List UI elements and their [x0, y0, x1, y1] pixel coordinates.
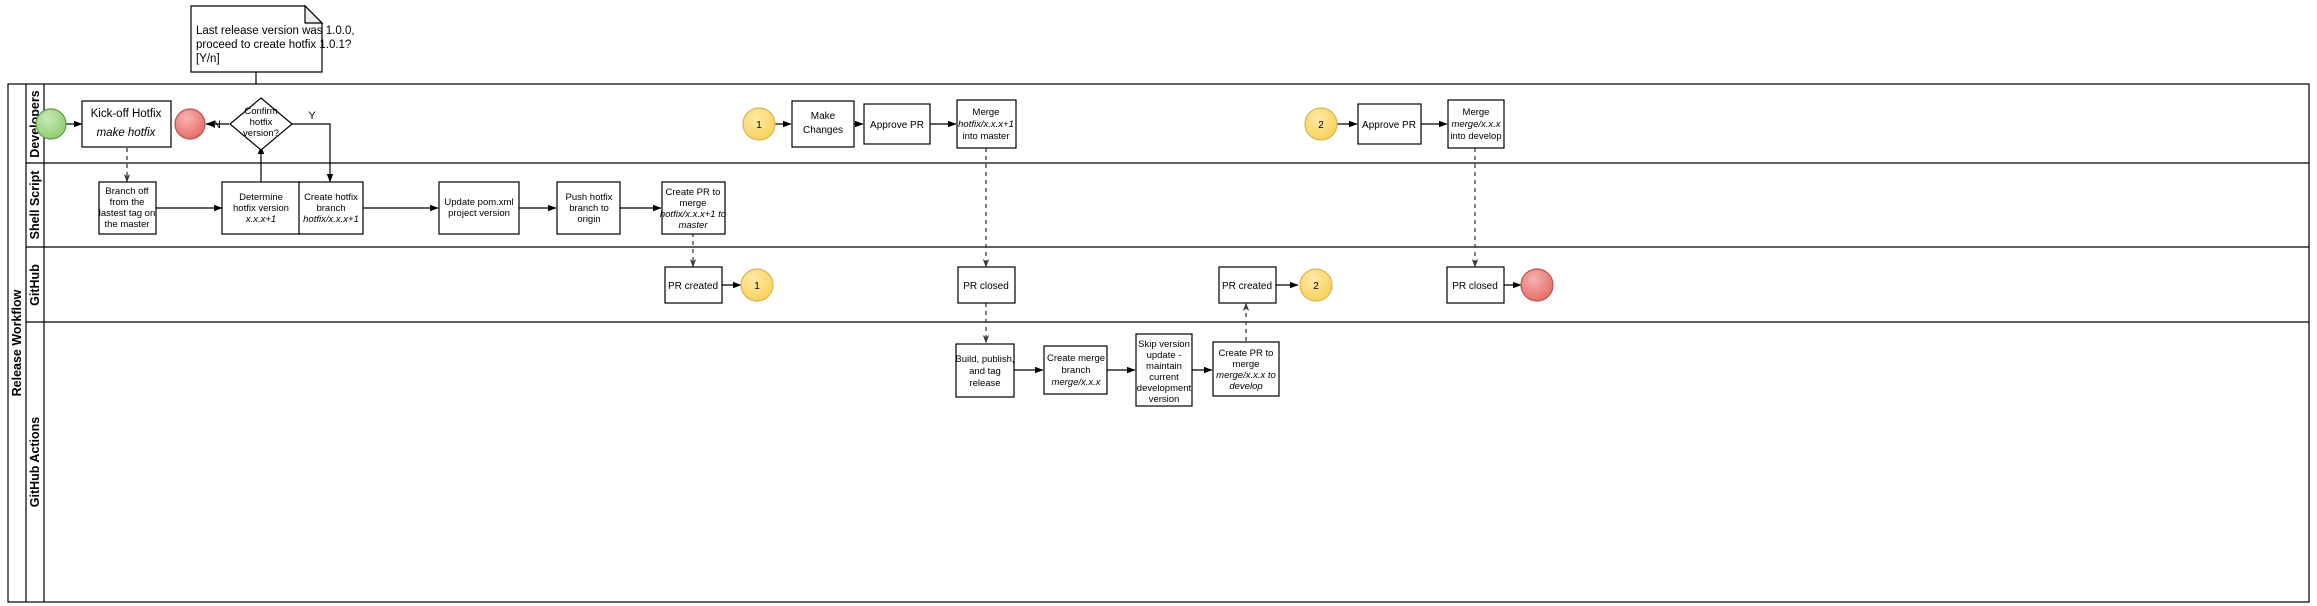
task-pr-closed-1[interactable]: PR closed [957, 266, 1016, 304]
annotation-note: Last release version was 1.0.0, proceed … [190, 4, 355, 73]
task-determine-line-3: x.x.x+1 [245, 214, 276, 225]
edge-label-no: N [213, 119, 221, 131]
task-create-merge-branch-line-2: branch [1061, 365, 1090, 376]
task-create-hotfix-branch[interactable]: Create hotfix branch hotfix/x.x.x+1 [298, 181, 364, 235]
task-determine-hotfix-version[interactable]: Determine hotfix version x.x.x+1 [221, 181, 301, 235]
edge-label-yes: Y [308, 110, 316, 122]
task-approve-pr-1[interactable]: Approve PR [863, 103, 931, 145]
task-make-changes[interactable]: Make Changes [791, 100, 855, 148]
lane-label-shell-script: Shell Script [28, 170, 42, 240]
task-branch-off[interactable]: Branch off from the lastest tag on the m… [98, 181, 157, 235]
lane-label-developers: Developers [28, 90, 42, 157]
task-make-changes-line-1: Make [811, 111, 836, 122]
task-create-pr-develop-line-2: merge [1233, 359, 1260, 370]
gateway-confirm-hotfix-version[interactable]: Confirm hotfix version? [229, 97, 293, 151]
task-pr-created-1-label: PR created [668, 281, 718, 292]
task-approve-pr-2-label: Approve PR [1362, 120, 1416, 131]
task-skip-version-line-4: current [1149, 372, 1179, 383]
gateway-line-1: Confirm [244, 106, 277, 117]
link-event-1-target[interactable]: 1 [742, 107, 776, 141]
task-skip-version-update[interactable]: Skip version update - maintain current d… [1135, 333, 1193, 407]
lane-label-github: GitHub [28, 264, 42, 306]
task-branch-off-line-2: from the [110, 197, 145, 208]
task-merge-into-develop[interactable]: Merge merge/x.x.x into develop [1447, 99, 1505, 149]
task-kickoff-hotfix[interactable]: Kick-off Hotfix make hotfix [81, 100, 172, 148]
task-create-pr-master-line-4: master [678, 220, 708, 231]
task-pr-closed-1-label: PR closed [963, 281, 1009, 292]
task-skip-version-line-3: maintain [1146, 361, 1182, 372]
task-push-hotfix-branch[interactable]: Push hotfix branch to origin [556, 181, 621, 235]
link-event-2-target-label: 2 [1318, 120, 1324, 131]
task-merge-develop-line-3: into develop [1450, 131, 1501, 142]
task-create-branch-line-1: Create hotfix [304, 192, 358, 203]
task-update-pom-line-1: Update pom.xml [444, 197, 513, 208]
task-update-pom-line-2: project version [448, 208, 510, 219]
link-event-1-target-label: 1 [756, 120, 762, 131]
task-create-merge-branch[interactable]: Create merge branch merge/x.x.x [1043, 345, 1108, 395]
task-skip-version-line-6: version [1149, 394, 1180, 405]
task-merge-into-master[interactable]: Merge hotfix/x.x.x+1 into master [956, 99, 1017, 149]
lane-label-github-actions: GitHub Actions [28, 417, 42, 508]
task-create-pr-master-line-3: hotfix/x.x.x+1 to [660, 209, 726, 220]
gateway-line-2: hotfix [250, 117, 273, 128]
task-create-pr-develop-line-4: develop [1229, 381, 1262, 392]
note-line-2: proceed to create hotfix 1.0.1? [196, 39, 351, 51]
task-make-changes-line-2: Changes [803, 125, 843, 136]
task-build-line-1: Build, publish, [955, 354, 1014, 365]
link-event-2-source[interactable]: 2 [1299, 268, 1333, 302]
task-merge-master-line-2: hotfix/x.x.x+1 [958, 119, 1014, 130]
task-kickoff-line-1: Kick-off Hotfix [91, 108, 162, 120]
task-create-pr-to-master[interactable]: Create PR to merge hotfix/x.x.x+1 to mas… [660, 181, 726, 235]
task-create-merge-branch-line-3: merge/x.x.x [1051, 377, 1101, 388]
edge-confirm-yes-to-create-branch [292, 123, 334, 183]
task-kickoff-line-2: make hotfix [97, 127, 157, 139]
task-create-branch-line-3: hotfix/x.x.x+1 [303, 214, 359, 225]
link-event-1-source[interactable]: 1 [740, 268, 774, 302]
task-create-merge-branch-line-1: Create merge [1047, 353, 1105, 364]
task-branch-off-line-3: lastest tag on [99, 208, 156, 219]
task-push-line-3: origin [577, 214, 600, 225]
task-create-branch-line-2: branch [316, 203, 345, 214]
note-line-1: Last release version was 1.0.0, [196, 25, 355, 37]
task-push-line-1: Push hotfix [566, 192, 613, 203]
link-event-1-source-label: 1 [754, 281, 760, 292]
task-pr-created-2-label: PR created [1222, 281, 1272, 292]
note-line-3: [Y/n] [196, 53, 220, 65]
task-branch-off-line-1: Branch off [105, 186, 148, 197]
end-event-abort[interactable] [174, 108, 206, 140]
start-event[interactable] [35, 108, 67, 140]
task-pr-closed-2-label: PR closed [1452, 281, 1498, 292]
task-determine-line-2: hotfix version [233, 203, 289, 214]
task-create-pr-develop-line-3: merge/x.x.x to [1216, 370, 1276, 381]
task-update-pom[interactable]: Update pom.xml project version [438, 181, 520, 235]
task-build-line-3: release [969, 378, 1000, 389]
task-create-pr-to-develop[interactable]: Create PR to merge merge/x.x.x to develo… [1212, 341, 1280, 397]
task-create-pr-develop-line-1: Create PR to [1219, 348, 1274, 359]
task-create-pr-master-line-2: merge [680, 198, 707, 209]
task-merge-develop-line-1: Merge [1463, 107, 1490, 118]
task-merge-master-line-1: Merge [973, 107, 1000, 118]
task-pr-created-1[interactable]: PR created [664, 266, 723, 304]
gateway-line-3: version? [243, 128, 279, 139]
task-skip-version-line-5: development [1137, 383, 1192, 394]
task-build-line-2: and tag [969, 366, 1001, 377]
task-approve-pr-1-label: Approve PR [870, 120, 924, 131]
end-event-final[interactable] [1520, 268, 1554, 302]
pool-title: Release Workflow [10, 289, 24, 396]
task-skip-version-line-2: update - [1147, 350, 1182, 361]
task-determine-line-1: Determine [239, 192, 283, 203]
task-branch-off-line-4: the master [105, 219, 150, 230]
link-event-2-target[interactable]: 2 [1304, 107, 1338, 141]
task-merge-develop-line-2: merge/x.x.x [1451, 119, 1501, 130]
task-skip-version-line-1: Skip version [1138, 339, 1190, 350]
task-pr-closed-2[interactable]: PR closed [1446, 266, 1505, 304]
task-merge-master-line-3: into master [963, 131, 1010, 142]
task-pr-created-2[interactable]: PR created [1218, 266, 1277, 304]
task-approve-pr-2[interactable]: Approve PR [1357, 103, 1422, 145]
task-create-pr-master-line-1: Create PR to [666, 187, 721, 198]
task-build-publish-tag[interactable]: Build, publish, and tag release [955, 343, 1015, 398]
link-event-2-source-label: 2 [1313, 281, 1319, 292]
task-push-line-2: branch to [569, 203, 609, 214]
